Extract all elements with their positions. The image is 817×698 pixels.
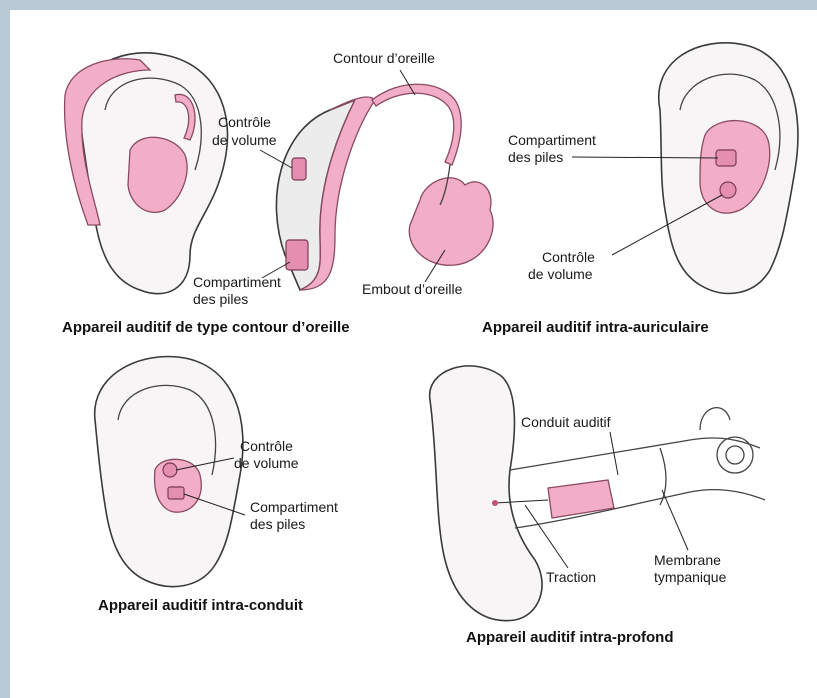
label-ite-volume-line2: de volume [528, 266, 593, 282]
label-earmold: Embout d’oreille [362, 281, 463, 297]
caption-ite: Appareil auditif intra-auriculaire [482, 319, 709, 336]
label-ite-volume-line1: Contrôle [542, 249, 595, 265]
label-membrane-line2: tympanique [654, 569, 727, 585]
caption-cic: Appareil auditif intra-profond [466, 629, 674, 646]
label-ear-hook: Contour d’oreille [333, 50, 435, 66]
hearing-aid-diagram: Contour d’oreille Contrôle de volume Com… [10, 10, 817, 698]
label-itc-battery-line2: des piles [250, 516, 305, 532]
label-battery-line1: Compartiment [193, 274, 281, 290]
itc-battery-door [168, 487, 184, 499]
cic-cochlea [717, 437, 753, 473]
label-traction: Traction [546, 569, 596, 585]
itc-volume-wheel [163, 463, 177, 477]
caption-itc: Appareil auditif intra-conduit [98, 597, 303, 614]
label-itc-volume-line2: de volume [234, 455, 299, 471]
itc-ear-illustration [95, 357, 243, 587]
diagram-frame: Contour d’oreille Contrôle de volume Com… [10, 10, 817, 698]
battery-door [286, 240, 308, 270]
label-ite-battery-line1: Compartiment [508, 132, 596, 148]
ite-ear-illustration [659, 43, 798, 294]
cic-outer-ear [430, 366, 542, 621]
label-itc-volume-line1: Contrôle [240, 438, 293, 454]
label-volume-control-line2: de volume [212, 132, 277, 148]
ear-hook [372, 84, 461, 165]
volume-control-wheel [292, 158, 306, 180]
label-volume-control-line1: Contrôle [218, 114, 271, 130]
label-ite-battery-line2: des piles [508, 149, 563, 165]
cic-semicircular-canals [700, 408, 730, 430]
label-itc-battery-line1: Compartiment [250, 499, 338, 515]
earmold [409, 178, 493, 265]
label-canal: Conduit auditif [521, 414, 611, 430]
label-membrane-line1: Membrane [654, 552, 721, 568]
ite-battery-door [716, 150, 736, 166]
label-battery-line2: des piles [193, 291, 248, 307]
bte-device-illustration [276, 84, 493, 290]
cic-cochlea-inner [726, 446, 744, 464]
cic-traction-tip [492, 500, 498, 506]
leader-membrane [662, 490, 688, 550]
caption-bte: Appareil auditif de type contour d’oreil… [62, 319, 350, 336]
itc-device [155, 459, 202, 512]
cic-device [548, 480, 614, 518]
ite-volume-wheel [720, 182, 736, 198]
bte-ear-illustration [65, 53, 228, 294]
